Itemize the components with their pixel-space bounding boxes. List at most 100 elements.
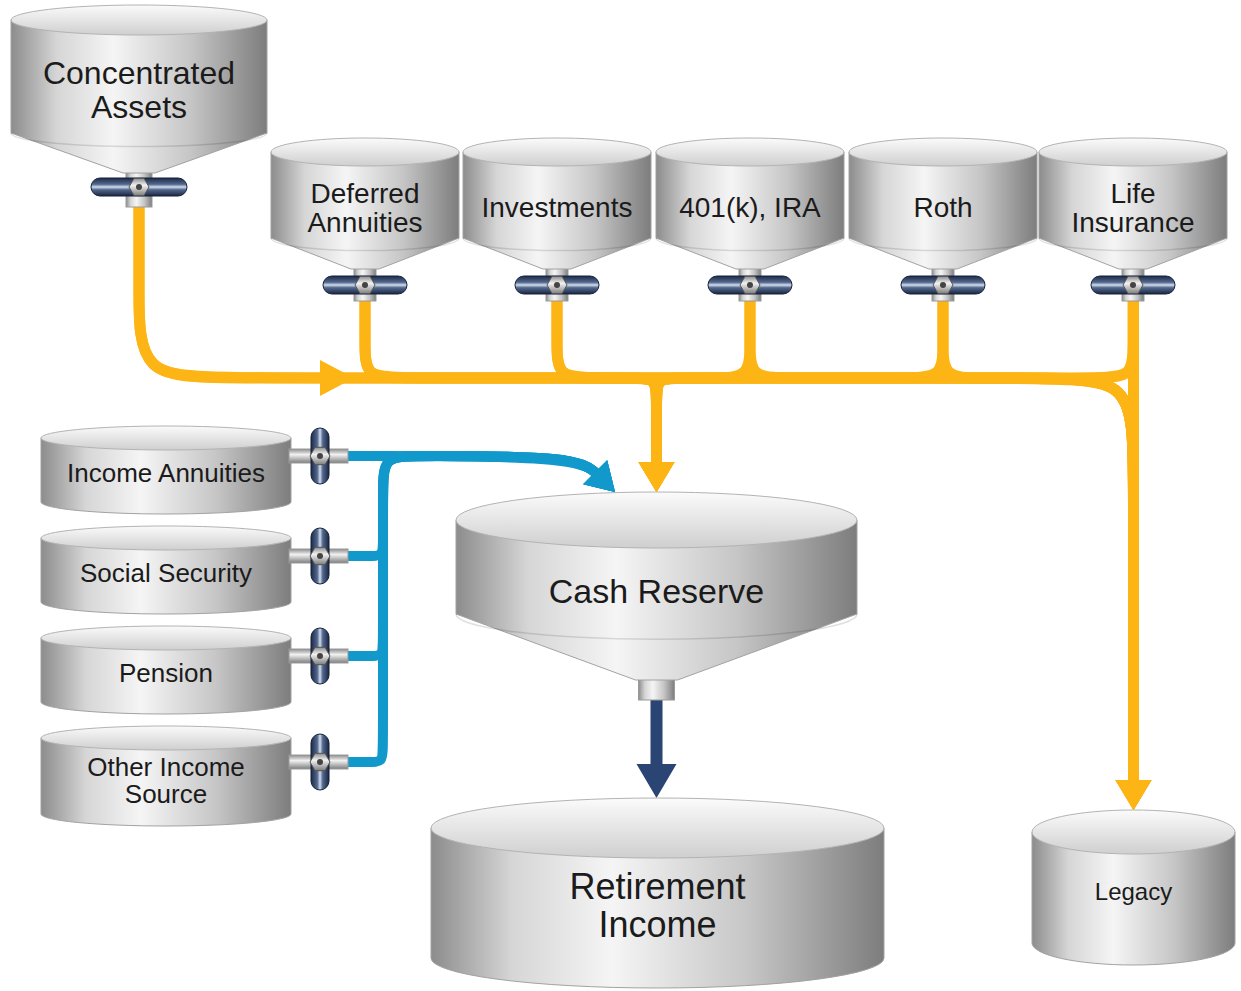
pipe-line — [657, 301, 1134, 464]
cylinder-top — [41, 526, 291, 550]
arrowhead — [639, 462, 675, 492]
flow-connector — [1116, 301, 1152, 810]
asset-hopper: 401(k), IRA — [655, 138, 845, 301]
valve-handle — [311, 528, 329, 584]
hopper-top — [1039, 138, 1227, 166]
hopper-seam — [1039, 238, 1227, 251]
valve-nut-center — [317, 453, 323, 459]
hopper-top — [271, 138, 459, 166]
valve-nut-center — [362, 282, 368, 288]
connector-group — [139, 207, 1152, 810]
valve-nut — [740, 276, 760, 293]
valve-nut — [129, 178, 149, 195]
valve-handle — [323, 276, 407, 294]
flow-connector — [365, 301, 675, 492]
valve-handle — [515, 276, 599, 294]
arrowhead — [639, 462, 675, 492]
hopper-body — [11, 20, 267, 173]
income-cylinder: Retirement Income — [430, 798, 885, 988]
node-label: Concentrated Assets — [21, 57, 257, 124]
valve-nut — [1123, 276, 1143, 293]
arrowhead — [1116, 780, 1152, 810]
node-label: Pension — [119, 660, 213, 687]
cylinder-body — [41, 738, 291, 826]
income-drum: Income Annuities — [40, 426, 348, 514]
pipe-line — [651, 700, 663, 766]
hopper-top — [849, 138, 1037, 166]
income-drum: Social Security — [40, 526, 348, 614]
flow-connector — [637, 700, 677, 798]
valve-nut — [310, 647, 330, 664]
hopper-spout — [1122, 265, 1144, 301]
node-label: Income Annuities — [67, 460, 265, 487]
node-label-group: Deferred Annuities — [280, 179, 450, 238]
node-label: Deferred Annuities — [280, 179, 450, 238]
arrowhead — [1116, 780, 1152, 810]
hopper-top — [656, 138, 844, 166]
asset-hopper: Concentrated Assets — [10, 5, 268, 207]
hopper-body — [271, 152, 459, 269]
node-label-group: Investments — [482, 193, 633, 222]
hopper-seam — [271, 238, 459, 251]
node-label-group: Life Insurance — [1048, 179, 1218, 238]
cylinder-top — [41, 626, 291, 650]
valve-nut — [355, 276, 375, 293]
arrowhead — [583, 460, 615, 492]
node-label-group: Income Annuities — [67, 460, 265, 487]
legacy-cylinder: Legacy — [1031, 810, 1236, 965]
income-drum: Pension — [40, 626, 348, 714]
valve-nut-center — [317, 759, 323, 765]
hopper-body — [849, 152, 1037, 269]
valve-nut-center — [747, 282, 753, 288]
node-label: Retirement Income — [533, 868, 783, 944]
asset-hopper: Roth — [848, 138, 1038, 301]
valve-handle — [311, 628, 329, 684]
valve-nut — [310, 447, 330, 464]
asset-hopper: Life Insurance — [1038, 138, 1228, 301]
valve-nut-center — [136, 184, 142, 190]
node-label: Roth — [913, 193, 972, 222]
arrowhead — [639, 462, 675, 492]
hopper-seam — [11, 133, 267, 147]
arrowhead — [1116, 780, 1152, 810]
valve-nut-center — [1130, 282, 1136, 288]
hopper-seam — [849, 238, 1037, 251]
node-label: Life Insurance — [1048, 179, 1218, 238]
hopper-seam — [656, 238, 844, 251]
node-label: Investments — [482, 193, 633, 222]
pipe-line — [365, 301, 1134, 782]
hopper-spout — [739, 265, 761, 301]
hopper-spout — [354, 265, 376, 301]
asset-hopper: Investments — [462, 138, 652, 301]
valve-handle — [1091, 276, 1175, 294]
hopper-spout — [932, 265, 954, 301]
valve-handle — [708, 276, 792, 294]
node-label-group: 401(k), IRA — [679, 193, 821, 222]
valve-nut — [547, 276, 567, 293]
node-label: Cash Reserve — [549, 574, 764, 610]
valve-nut-center — [317, 653, 323, 659]
node-label: Legacy — [1095, 879, 1172, 904]
hopper-spout — [126, 169, 152, 207]
arrowhead — [639, 462, 675, 492]
flow-connector — [139, 207, 1152, 810]
hopper-seam — [463, 238, 651, 251]
pipe-line — [1128, 301, 1139, 782]
node-label: Other Income Source — [66, 754, 266, 809]
asset-hopper: Deferred Annuities — [270, 138, 460, 301]
flow-connector — [639, 301, 944, 492]
node-label-group: Retirement Income — [533, 868, 783, 944]
cylinder-top — [41, 426, 291, 450]
valve-nut-center — [554, 282, 560, 288]
cylinder-top — [1032, 810, 1235, 854]
valve-handle — [311, 428, 329, 484]
flow-connector — [639, 301, 1134, 492]
valve-nut-center — [940, 282, 946, 288]
hopper-body — [1039, 152, 1227, 269]
valve-handle — [901, 276, 985, 294]
node-label-group: Other Income Source — [66, 754, 266, 809]
hopper-body — [656, 152, 844, 269]
cylinder-top — [431, 798, 884, 858]
arrowhead — [639, 462, 675, 492]
